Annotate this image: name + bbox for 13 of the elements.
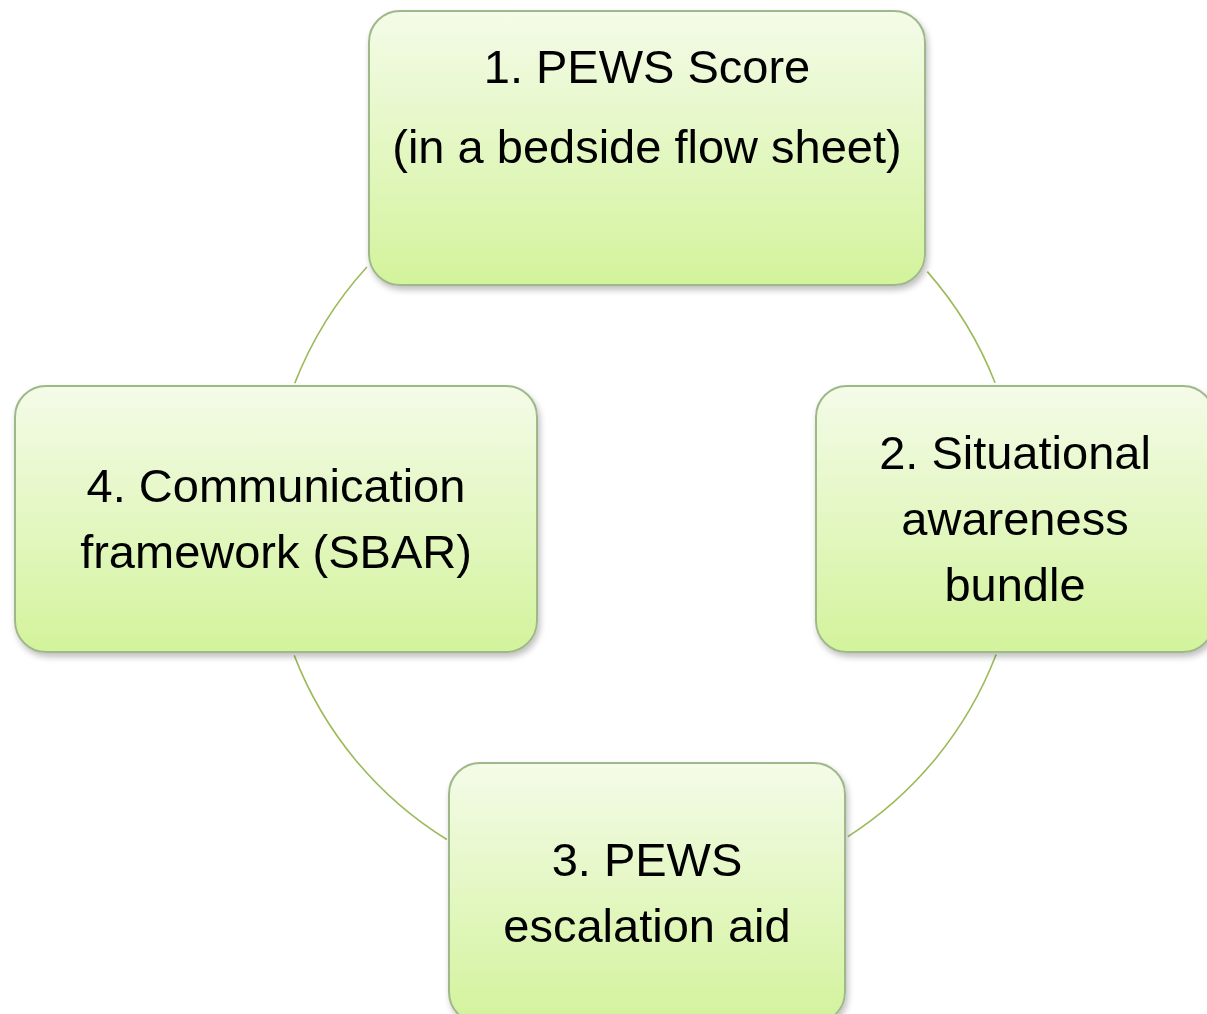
box-text: 2. Situational awareness bundle <box>878 425 1152 613</box>
connector-arc <box>293 654 448 841</box>
process-box <box>14 385 538 653</box>
process-box <box>368 10 926 286</box>
connector-arc <box>293 266 368 384</box>
box-text: (in a bedside flow sheet) <box>392 118 902 175</box>
box-text: 4. Communication framework (SBAR) <box>79 458 473 580</box>
process-box <box>448 762 846 1014</box>
process-box <box>815 385 1207 653</box>
box-text: 1. PEWS Score <box>483 39 811 95</box>
connector-arc <box>847 653 997 838</box>
box-text: 3. PEWS escalation aid <box>502 832 792 954</box>
connector-arc <box>926 270 996 384</box>
